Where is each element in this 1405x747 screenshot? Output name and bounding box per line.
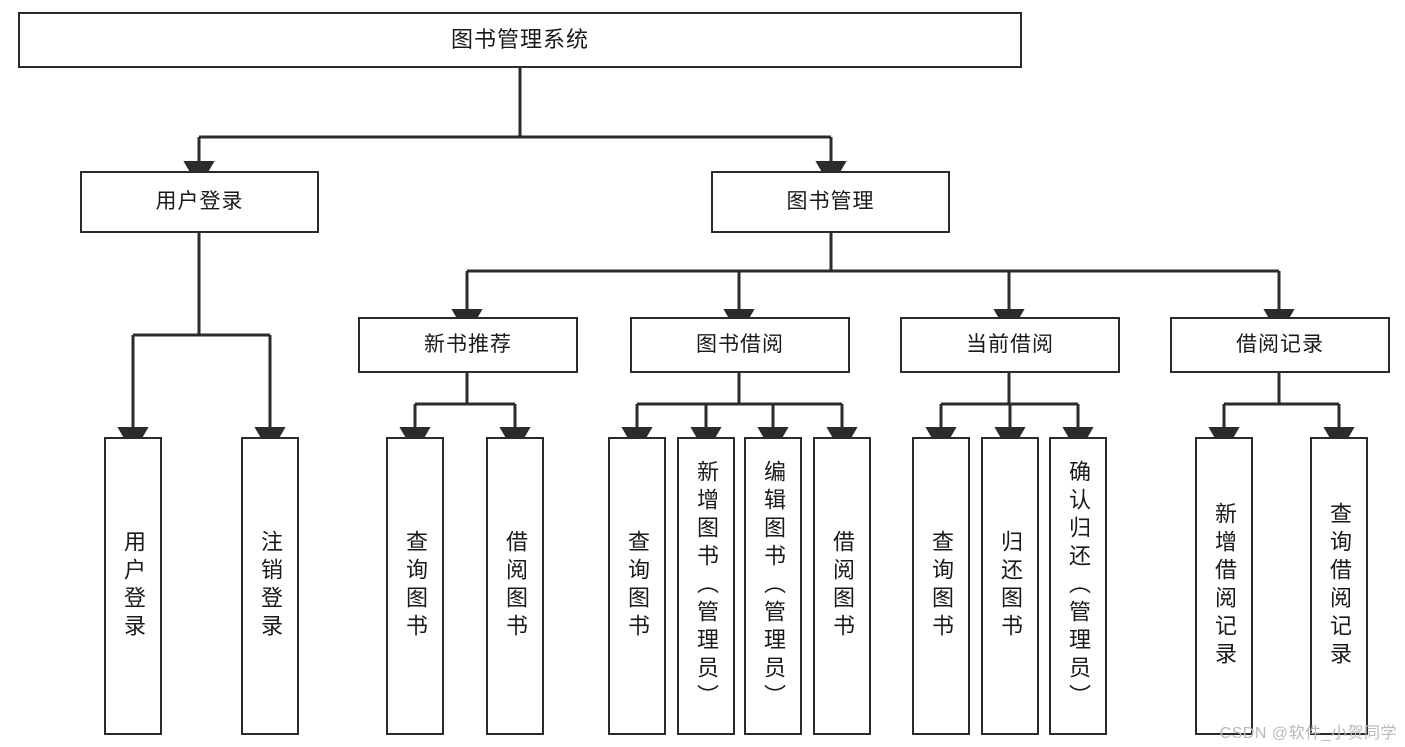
node-leaf-query-book-2-label: 查询图书 — [625, 530, 650, 642]
node-book-manage-label: 图书管理 — [786, 189, 875, 213]
node-leaf-borrow-book-1-label: 借阅图书 — [503, 530, 528, 642]
node-book-borrow[interactable]: 图书借阅 — [630, 317, 850, 373]
node-leaf-confirm-return[interactable]: 确认归还（管理员） — [1049, 437, 1107, 735]
node-user-login-label: 用户登录 — [155, 189, 244, 213]
node-book-borrow-label: 图书借阅 — [696, 332, 784, 356]
node-leaf-add-book[interactable]: 新增图书（管理员） — [677, 437, 735, 735]
watermark: CSDN @软件_小贺同学 — [1219, 725, 1397, 742]
node-leaf-edit-book-label: 编辑图书（管理员） — [761, 460, 786, 712]
node-leaf-user-login[interactable]: 用户登录 — [104, 437, 162, 735]
node-root[interactable]: 图书管理系统 — [18, 12, 1022, 68]
node-leaf-query-book-1[interactable]: 查询图书 — [386, 437, 444, 735]
node-borrow-record[interactable]: 借阅记录 — [1170, 317, 1390, 373]
node-leaf-return-book-label: 归还图书 — [998, 530, 1023, 642]
node-leaf-borrow-book-2[interactable]: 借阅图书 — [813, 437, 871, 735]
node-new-book-recommend[interactable]: 新书推荐 — [358, 317, 578, 373]
node-leaf-user-login-label: 用户登录 — [121, 530, 146, 642]
node-leaf-query-record[interactable]: 查询借阅记录 — [1310, 437, 1368, 735]
node-leaf-borrow-book-1[interactable]: 借阅图书 — [486, 437, 544, 735]
node-borrow-record-label: 借阅记录 — [1236, 332, 1324, 356]
node-leaf-user-logout[interactable]: 注销登录 — [241, 437, 299, 735]
node-user-login[interactable]: 用户登录 — [80, 171, 319, 233]
node-root-label: 图书管理系统 — [450, 27, 589, 53]
node-leaf-query-book-3-label: 查询图书 — [929, 530, 954, 642]
node-current-borrow-label: 当前借阅 — [966, 332, 1054, 356]
node-new-book-recommend-label: 新书推荐 — [424, 332, 512, 356]
node-leaf-add-book-label: 新增图书（管理员） — [694, 460, 719, 712]
node-current-borrow[interactable]: 当前借阅 — [900, 317, 1120, 373]
node-leaf-query-book-1-label: 查询图书 — [403, 530, 428, 642]
node-leaf-add-record[interactable]: 新增借阅记录 — [1195, 437, 1253, 735]
node-leaf-return-book[interactable]: 归还图书 — [981, 437, 1039, 735]
node-leaf-query-book-2[interactable]: 查询图书 — [608, 437, 666, 735]
node-leaf-user-logout-label: 注销登录 — [258, 530, 283, 642]
node-book-manage[interactable]: 图书管理 — [711, 171, 950, 233]
node-leaf-add-record-label: 新增借阅记录 — [1212, 502, 1237, 670]
node-leaf-query-book-3[interactable]: 查询图书 — [912, 437, 970, 735]
node-leaf-confirm-return-label: 确认归还（管理员） — [1066, 460, 1091, 712]
node-leaf-query-record-label: 查询借阅记录 — [1327, 502, 1352, 670]
node-leaf-edit-book[interactable]: 编辑图书（管理员） — [744, 437, 802, 735]
node-leaf-borrow-book-2-label: 借阅图书 — [830, 530, 855, 642]
